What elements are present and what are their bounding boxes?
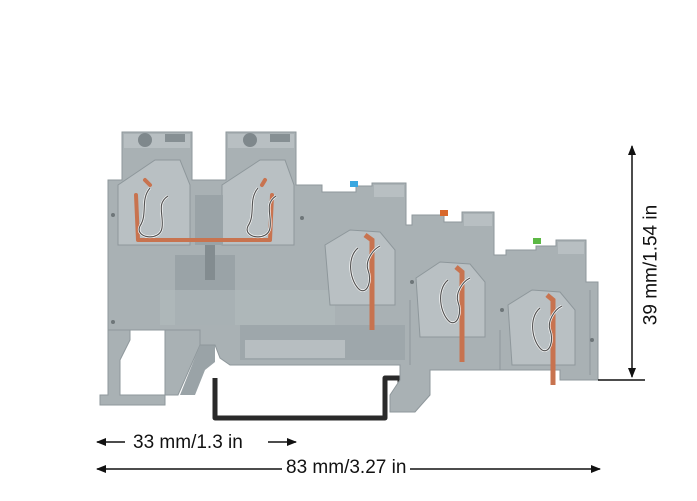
- marker-green: [533, 238, 541, 244]
- mounting-foot-left: [99, 329, 166, 406]
- terminal-housing: [99, 131, 599, 421]
- length-dimension-label: 83 mm/3.27 in: [282, 458, 411, 477]
- clamp-spring-icon-lower: [349, 232, 563, 385]
- height-dimension-label: 39 mm/1.54 in: [640, 204, 662, 326]
- width-dimension-label: 33 mm/1.3 in: [133, 432, 243, 453]
- marker-blue: [350, 181, 358, 187]
- marker-orange: [440, 210, 448, 216]
- din-rail: [212, 375, 403, 421]
